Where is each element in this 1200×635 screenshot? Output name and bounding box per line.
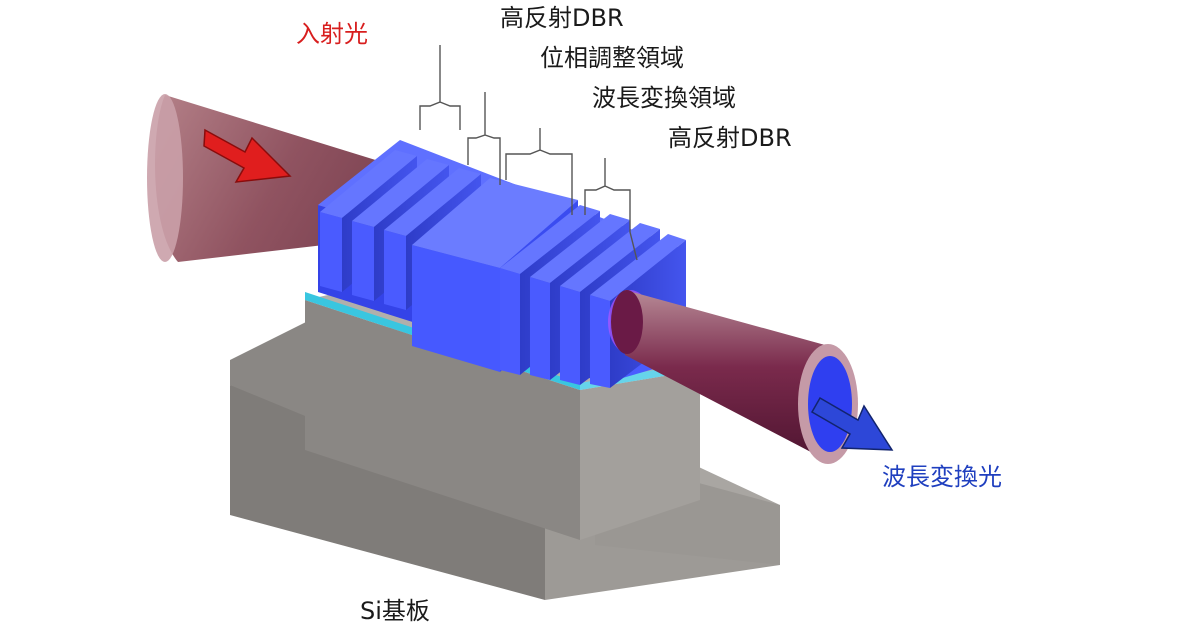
converted-light-label: 波長変換光 (882, 463, 1002, 491)
substrate-label: Si基板 (360, 597, 430, 625)
output-arrow-icon (810, 396, 894, 451)
dbr-label-right: 高反射DBR (668, 124, 792, 152)
incident-arrow-icon (203, 128, 292, 183)
dbr-label-top: 高反射DBR (500, 4, 624, 32)
conversion-region-label: 波長変換領域 (592, 84, 736, 112)
incident-light-label: 入射光 (296, 20, 368, 48)
phase-region-label: 位相調整領域 (540, 44, 684, 72)
label-brackets (419, 45, 638, 261)
